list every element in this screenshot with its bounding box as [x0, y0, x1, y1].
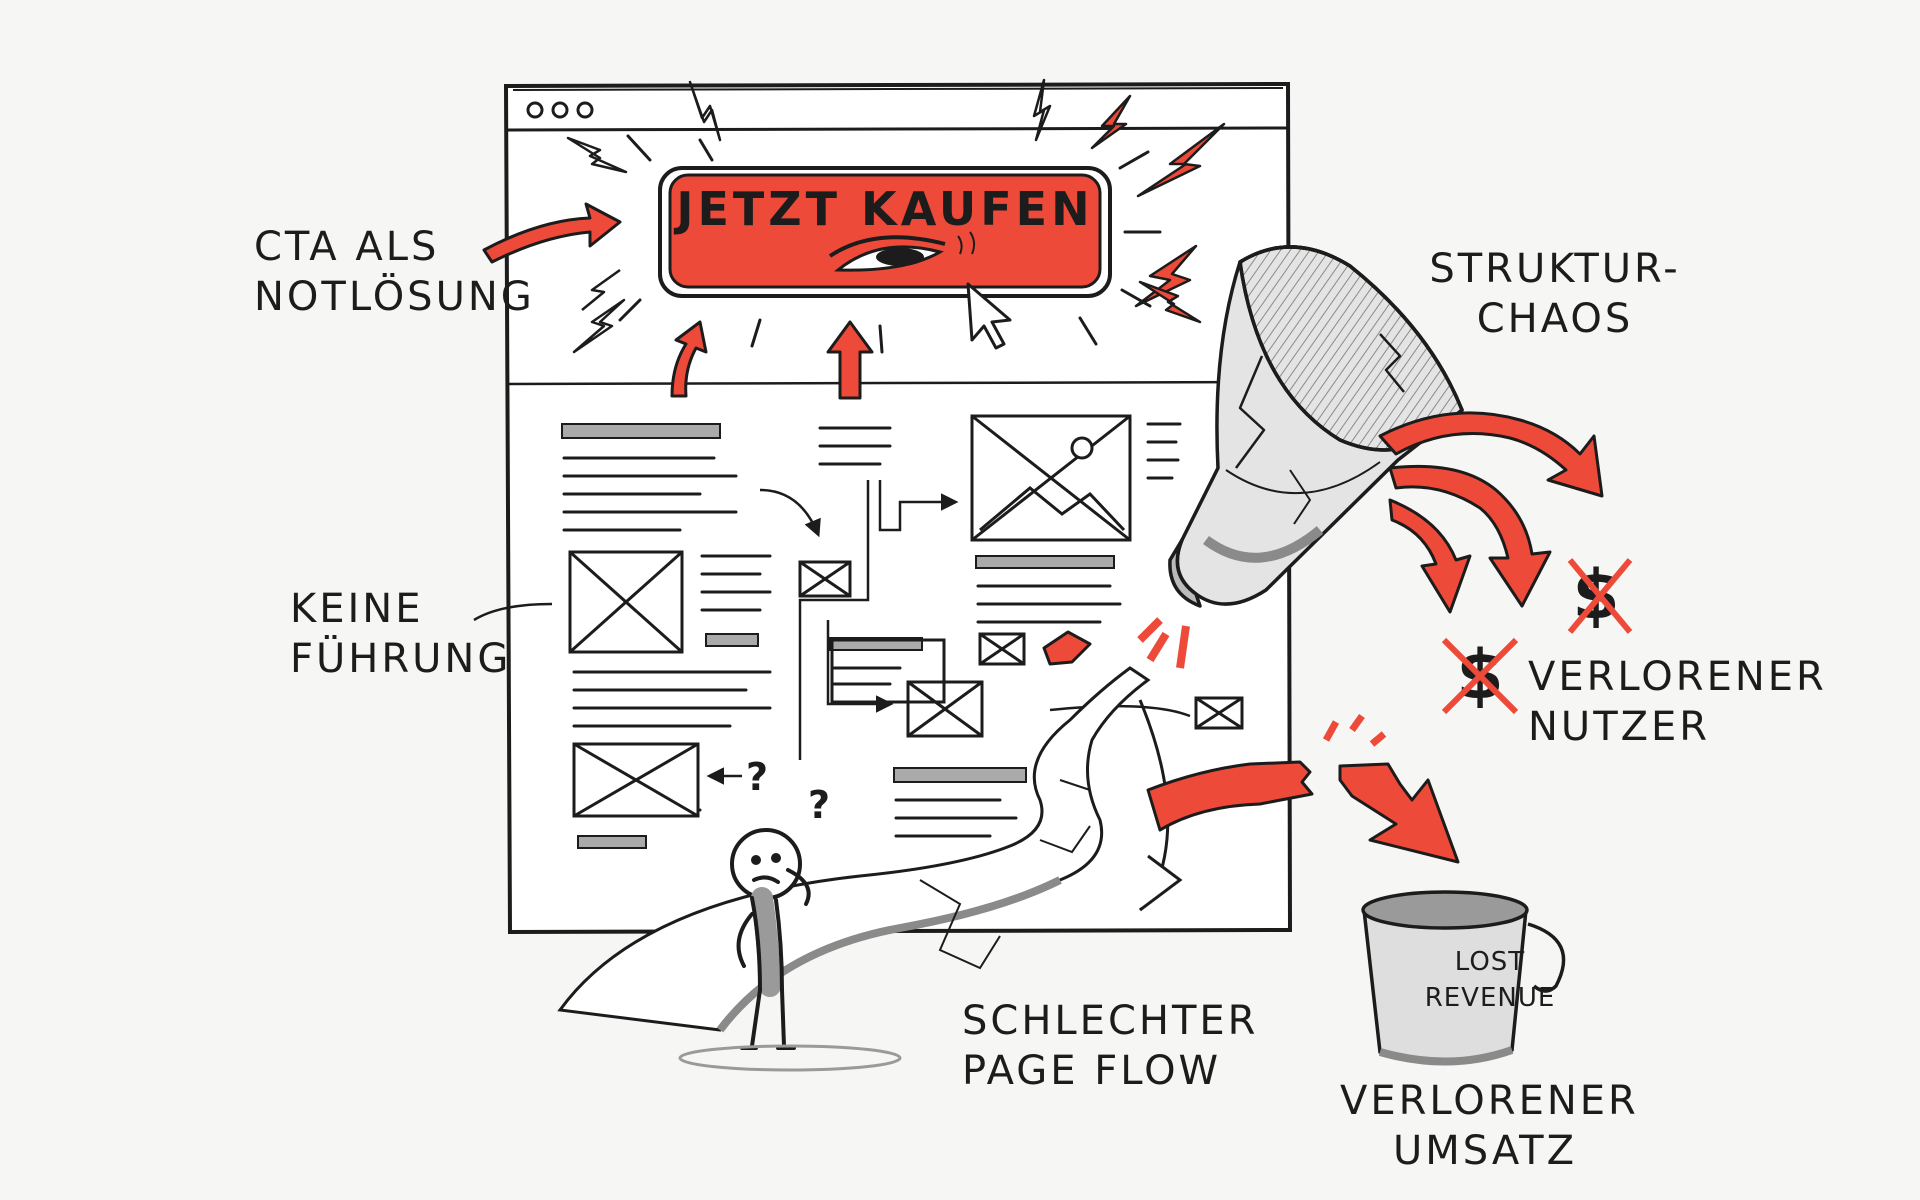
- annotation-revenue: VERLORENER UMSATZ: [1340, 1076, 1630, 1176]
- annotation-cta: CTA ALS NOTLÖSUNG: [254, 222, 535, 322]
- annotation-users: VERLORENER NUTZER: [1528, 652, 1827, 752]
- annotation-flow: SCHLECHTER PAGE FLOW: [962, 996, 1258, 1096]
- bucket-label-line: LOST: [1390, 944, 1590, 980]
- cta-button-label: JETZT KAUFEN: [670, 182, 1100, 236]
- bucket-label-line: REVENUE: [1390, 980, 1590, 1016]
- annotation-guidance: KEINE FÜHRUNG: [290, 584, 511, 684]
- annotation-line: PAGE FLOW: [962, 1046, 1258, 1096]
- annotation-line: FÜHRUNG: [290, 634, 511, 684]
- annotation-line: VERLORENER: [1528, 652, 1827, 702]
- annotation-line: CTA ALS: [254, 222, 535, 272]
- annotation-line: SCHLECHTER: [962, 996, 1258, 1046]
- annotation-structure: STRUKTUR- CHAOS: [1420, 244, 1690, 344]
- question-mark: ?: [746, 755, 768, 799]
- annotation-line: KEINE: [290, 584, 511, 634]
- annotation-line: STRUKTUR-: [1420, 244, 1690, 294]
- annotation-line: UMSATZ: [1340, 1126, 1630, 1176]
- bucket-label: LOST REVENUE: [1390, 944, 1590, 1016]
- annotation-line: VERLORENER: [1340, 1076, 1630, 1126]
- question-mark: ?: [808, 783, 830, 827]
- annotation-line: NOTLÖSUNG: [254, 272, 535, 322]
- annotation-line: NUTZER: [1528, 702, 1827, 752]
- annotation-line: CHAOS: [1420, 294, 1690, 344]
